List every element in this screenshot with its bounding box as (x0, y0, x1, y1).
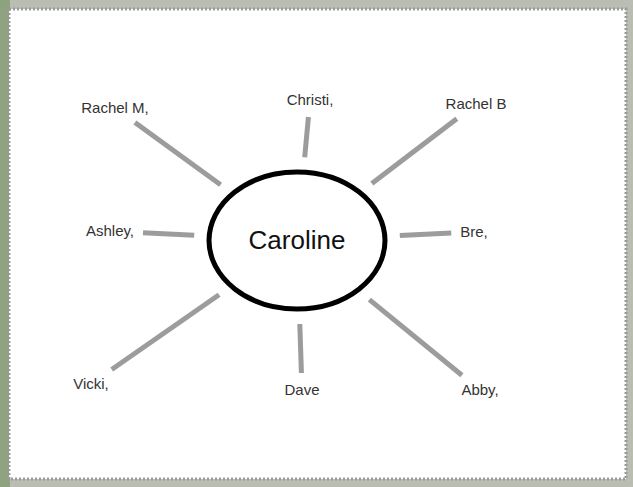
spoke-line (135, 123, 221, 185)
person-name: Bre, (460, 223, 488, 241)
person-name: Vicki, (73, 375, 109, 393)
center-circle: Caroline (206, 169, 388, 312)
white-card (9, 9, 626, 479)
spoke-line (400, 233, 451, 235)
spoke-line (372, 119, 457, 184)
person-name: Rachel B (446, 95, 507, 113)
spoke-line (143, 233, 194, 236)
name-node: Abby, (458, 379, 501, 401)
spoke-line (369, 300, 462, 376)
person-name: Abby, (461, 381, 498, 399)
person-name: Rachel M, (81, 99, 149, 117)
name-node: Dave (281, 379, 322, 401)
name-node: Bre, (457, 221, 491, 243)
spoke-line (305, 117, 309, 157)
spoke-line (112, 295, 219, 370)
spoke-line (300, 324, 302, 373)
name-node: Rachel B (443, 93, 510, 115)
name-node: Ashley, (83, 220, 137, 242)
name-node: Rachel M, (78, 97, 152, 119)
person-name: Dave (284, 381, 319, 399)
center-name: Caroline (206, 169, 388, 312)
name-node: Christi, (284, 89, 337, 111)
name-node: Vicki, (70, 373, 112, 395)
person-name: Ashley, (86, 222, 134, 240)
person-name: Christi, (287, 91, 334, 109)
